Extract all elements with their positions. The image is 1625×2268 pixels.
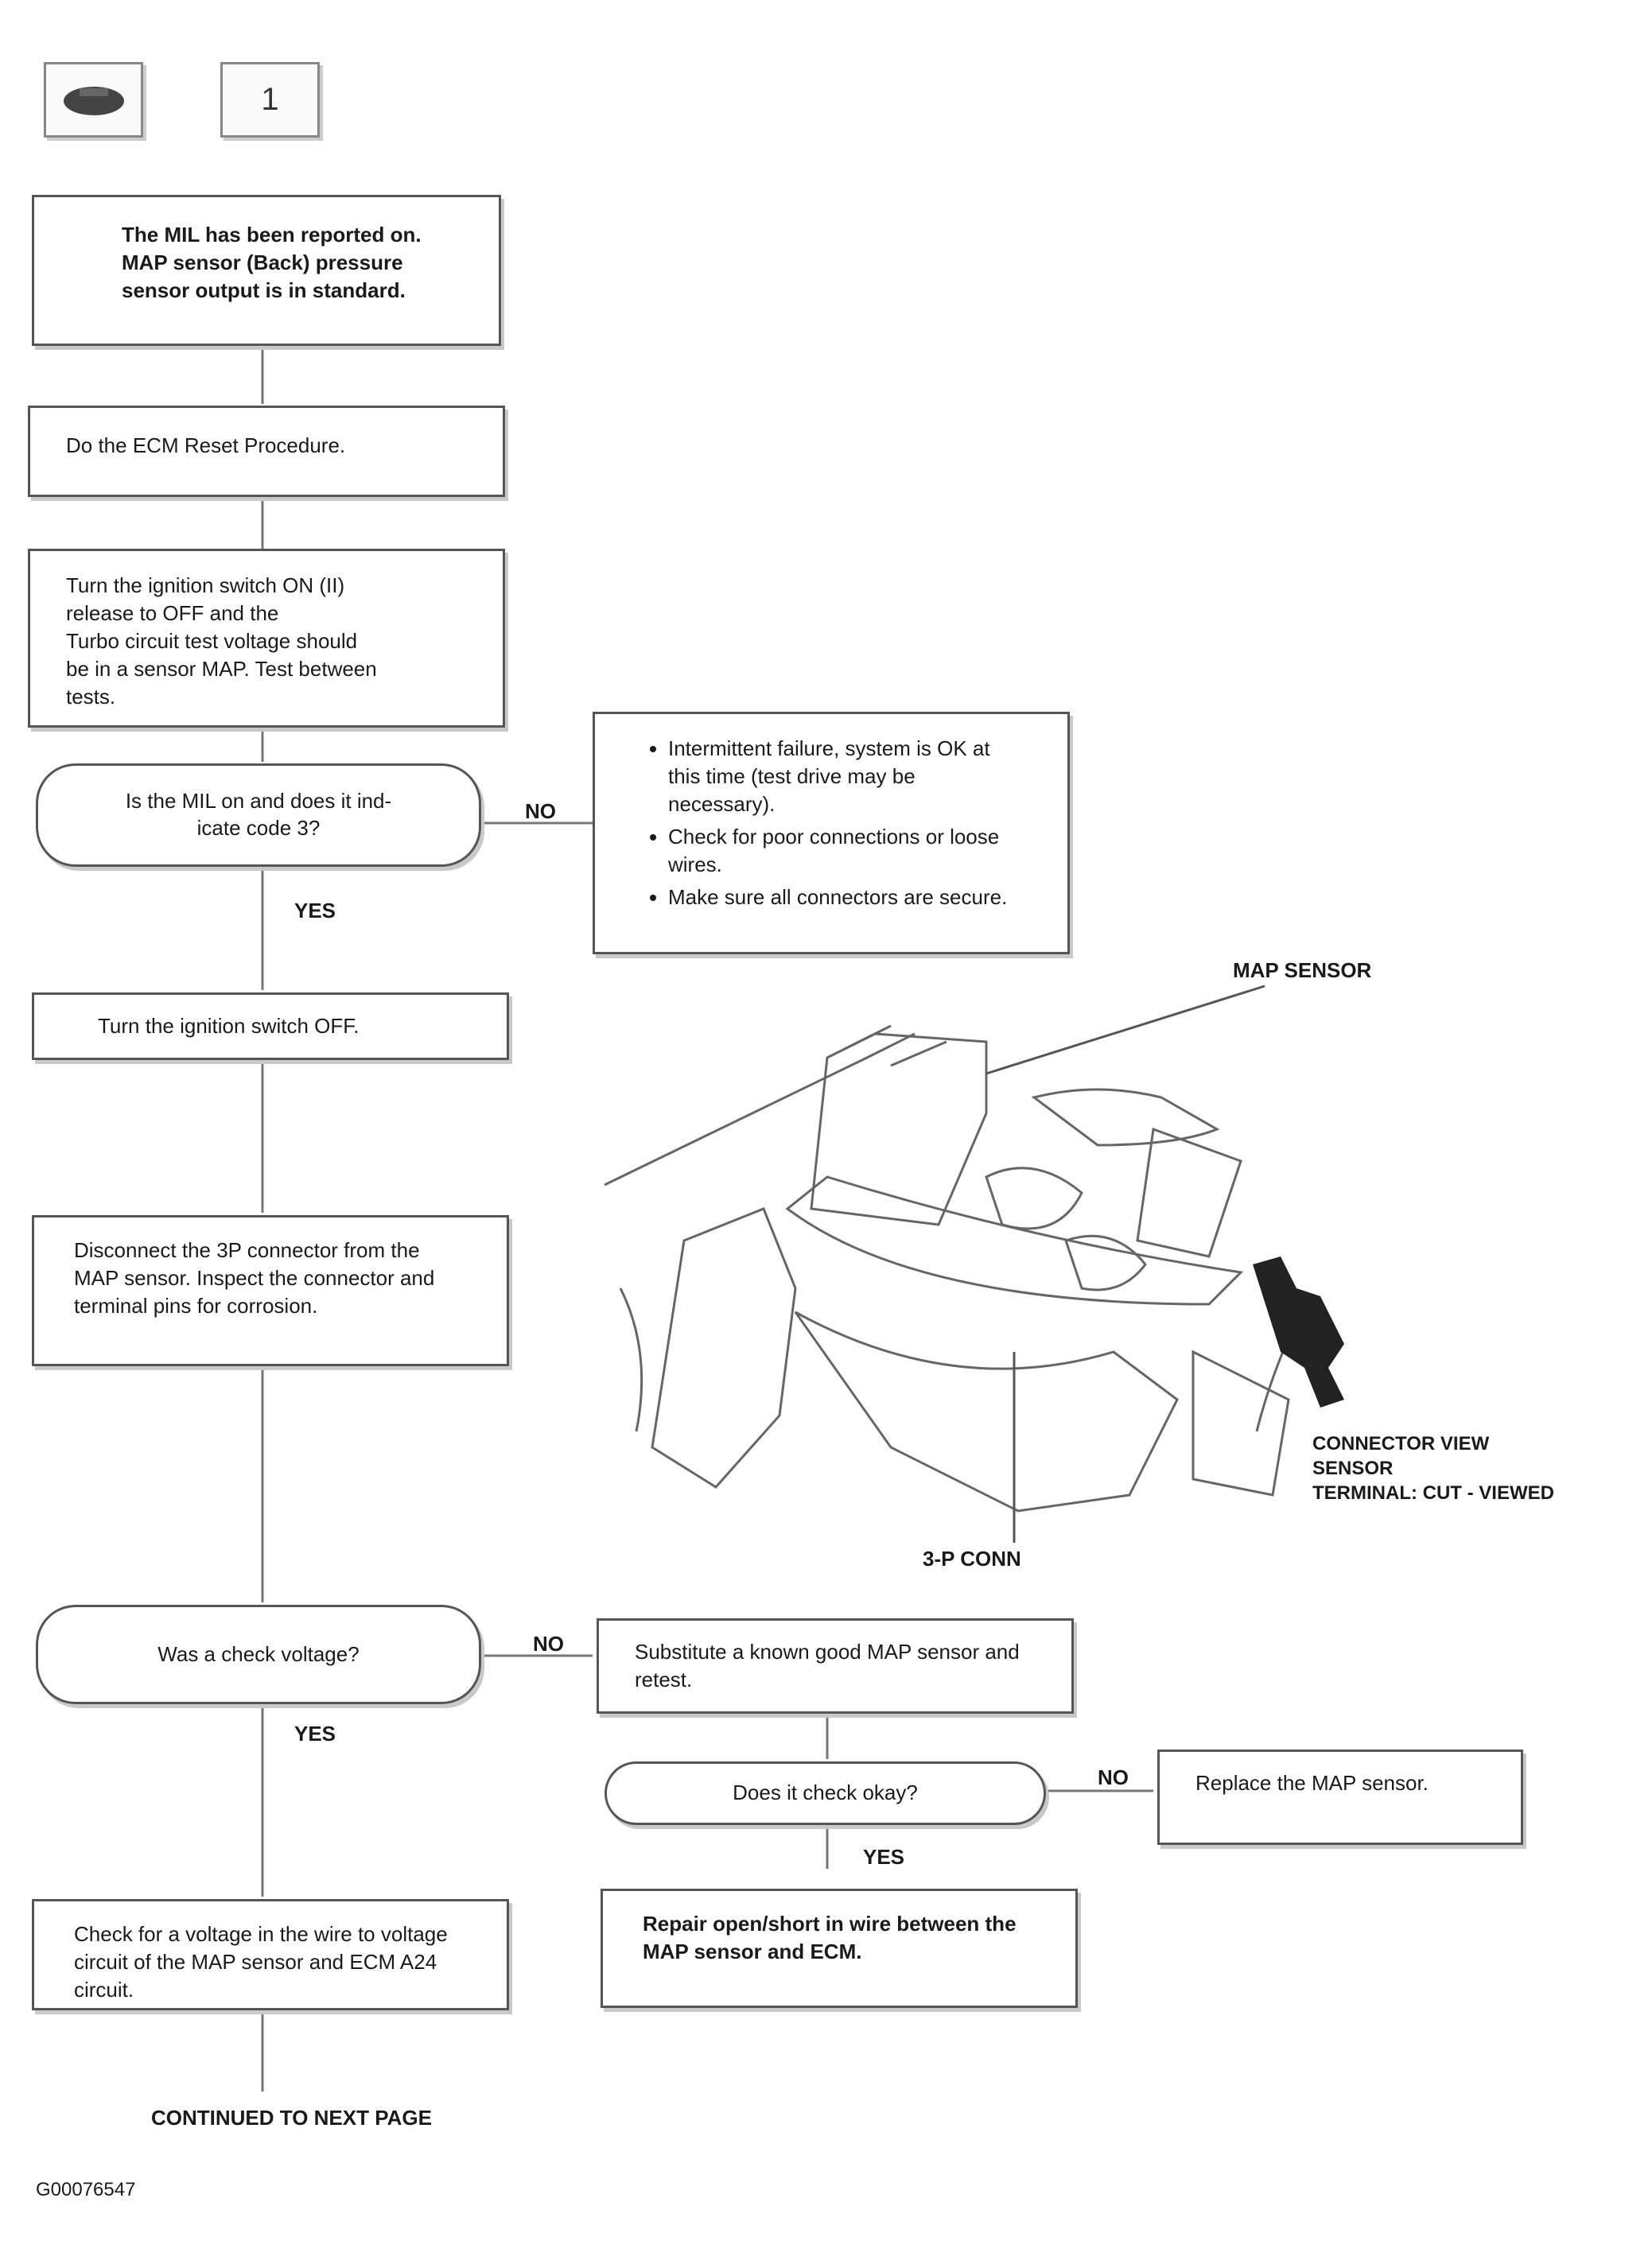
decision-1-yes: YES	[294, 899, 336, 922]
side-box-2: Substitute a known good MAP sensor and r…	[597, 1618, 1074, 1714]
warning-icon	[44, 62, 143, 138]
note-icon: 1	[220, 62, 320, 138]
side-box-1: Intermittent failure, system is OK at th…	[593, 712, 1070, 954]
map-sensor-leader	[985, 984, 1265, 1075]
connector-view-label: CONNECTOR VIEW SENSOR TERMINAL: CUT - VI…	[1312, 1433, 1554, 1505]
decision-3: Does it check okay?	[605, 1761, 1046, 1825]
step-box-2: Do the ECM Reset Procedure.	[28, 406, 505, 497]
decision-3-yes: YES	[863, 1845, 905, 1869]
side-box-1-list: Intermittent failure, system is OK at th…	[651, 735, 1028, 912]
continue-label: CONTINUED TO NEXT PAGE	[151, 2106, 432, 2130]
note-icon-label: 1	[261, 82, 279, 117]
map-sensor-label: MAP SENSOR	[1233, 958, 1372, 982]
conn-label: 3-P CONN	[923, 1547, 1021, 1571]
hose-line	[604, 1056, 868, 1186]
step-box-1: The MIL has been reported on. MAP sensor…	[32, 195, 501, 346]
decision-1: Is the MIL on and does it ind- icate cod…	[36, 763, 481, 867]
decision-1-no: NO	[525, 799, 556, 823]
step-box-4: Turn the ignition switch OFF.	[32, 992, 509, 1060]
decision-2: Was a check voltage?	[36, 1605, 481, 1704]
side-box-1-item: Make sure all connectors are secure.	[668, 884, 1028, 911]
side-box-3: Replace the MAP sensor.	[1157, 1750, 1523, 1845]
side-box-1-item: Check for poor connections or loose wire…	[668, 823, 1028, 879]
step-box-5: Disconnect the 3P connector from the MAP…	[32, 1215, 509, 1366]
step-box-3: Turn the ignition switch ON (II) release…	[28, 549, 505, 728]
connector-icon	[1253, 1256, 1344, 1408]
side-box-4: Repair open/short in wire between the MA…	[601, 1889, 1078, 2008]
step-box-6: Check for a voltage in the wire to volta…	[32, 1899, 509, 2010]
decision-2-no: NO	[533, 1632, 564, 1656]
figure-id: G00076547	[36, 2179, 136, 2200]
side-box-1-item: Intermittent failure, system is OK at th…	[668, 735, 1028, 818]
decision-3-no: NO	[1098, 1765, 1129, 1789]
decision-2-yes: YES	[294, 1722, 336, 1746]
